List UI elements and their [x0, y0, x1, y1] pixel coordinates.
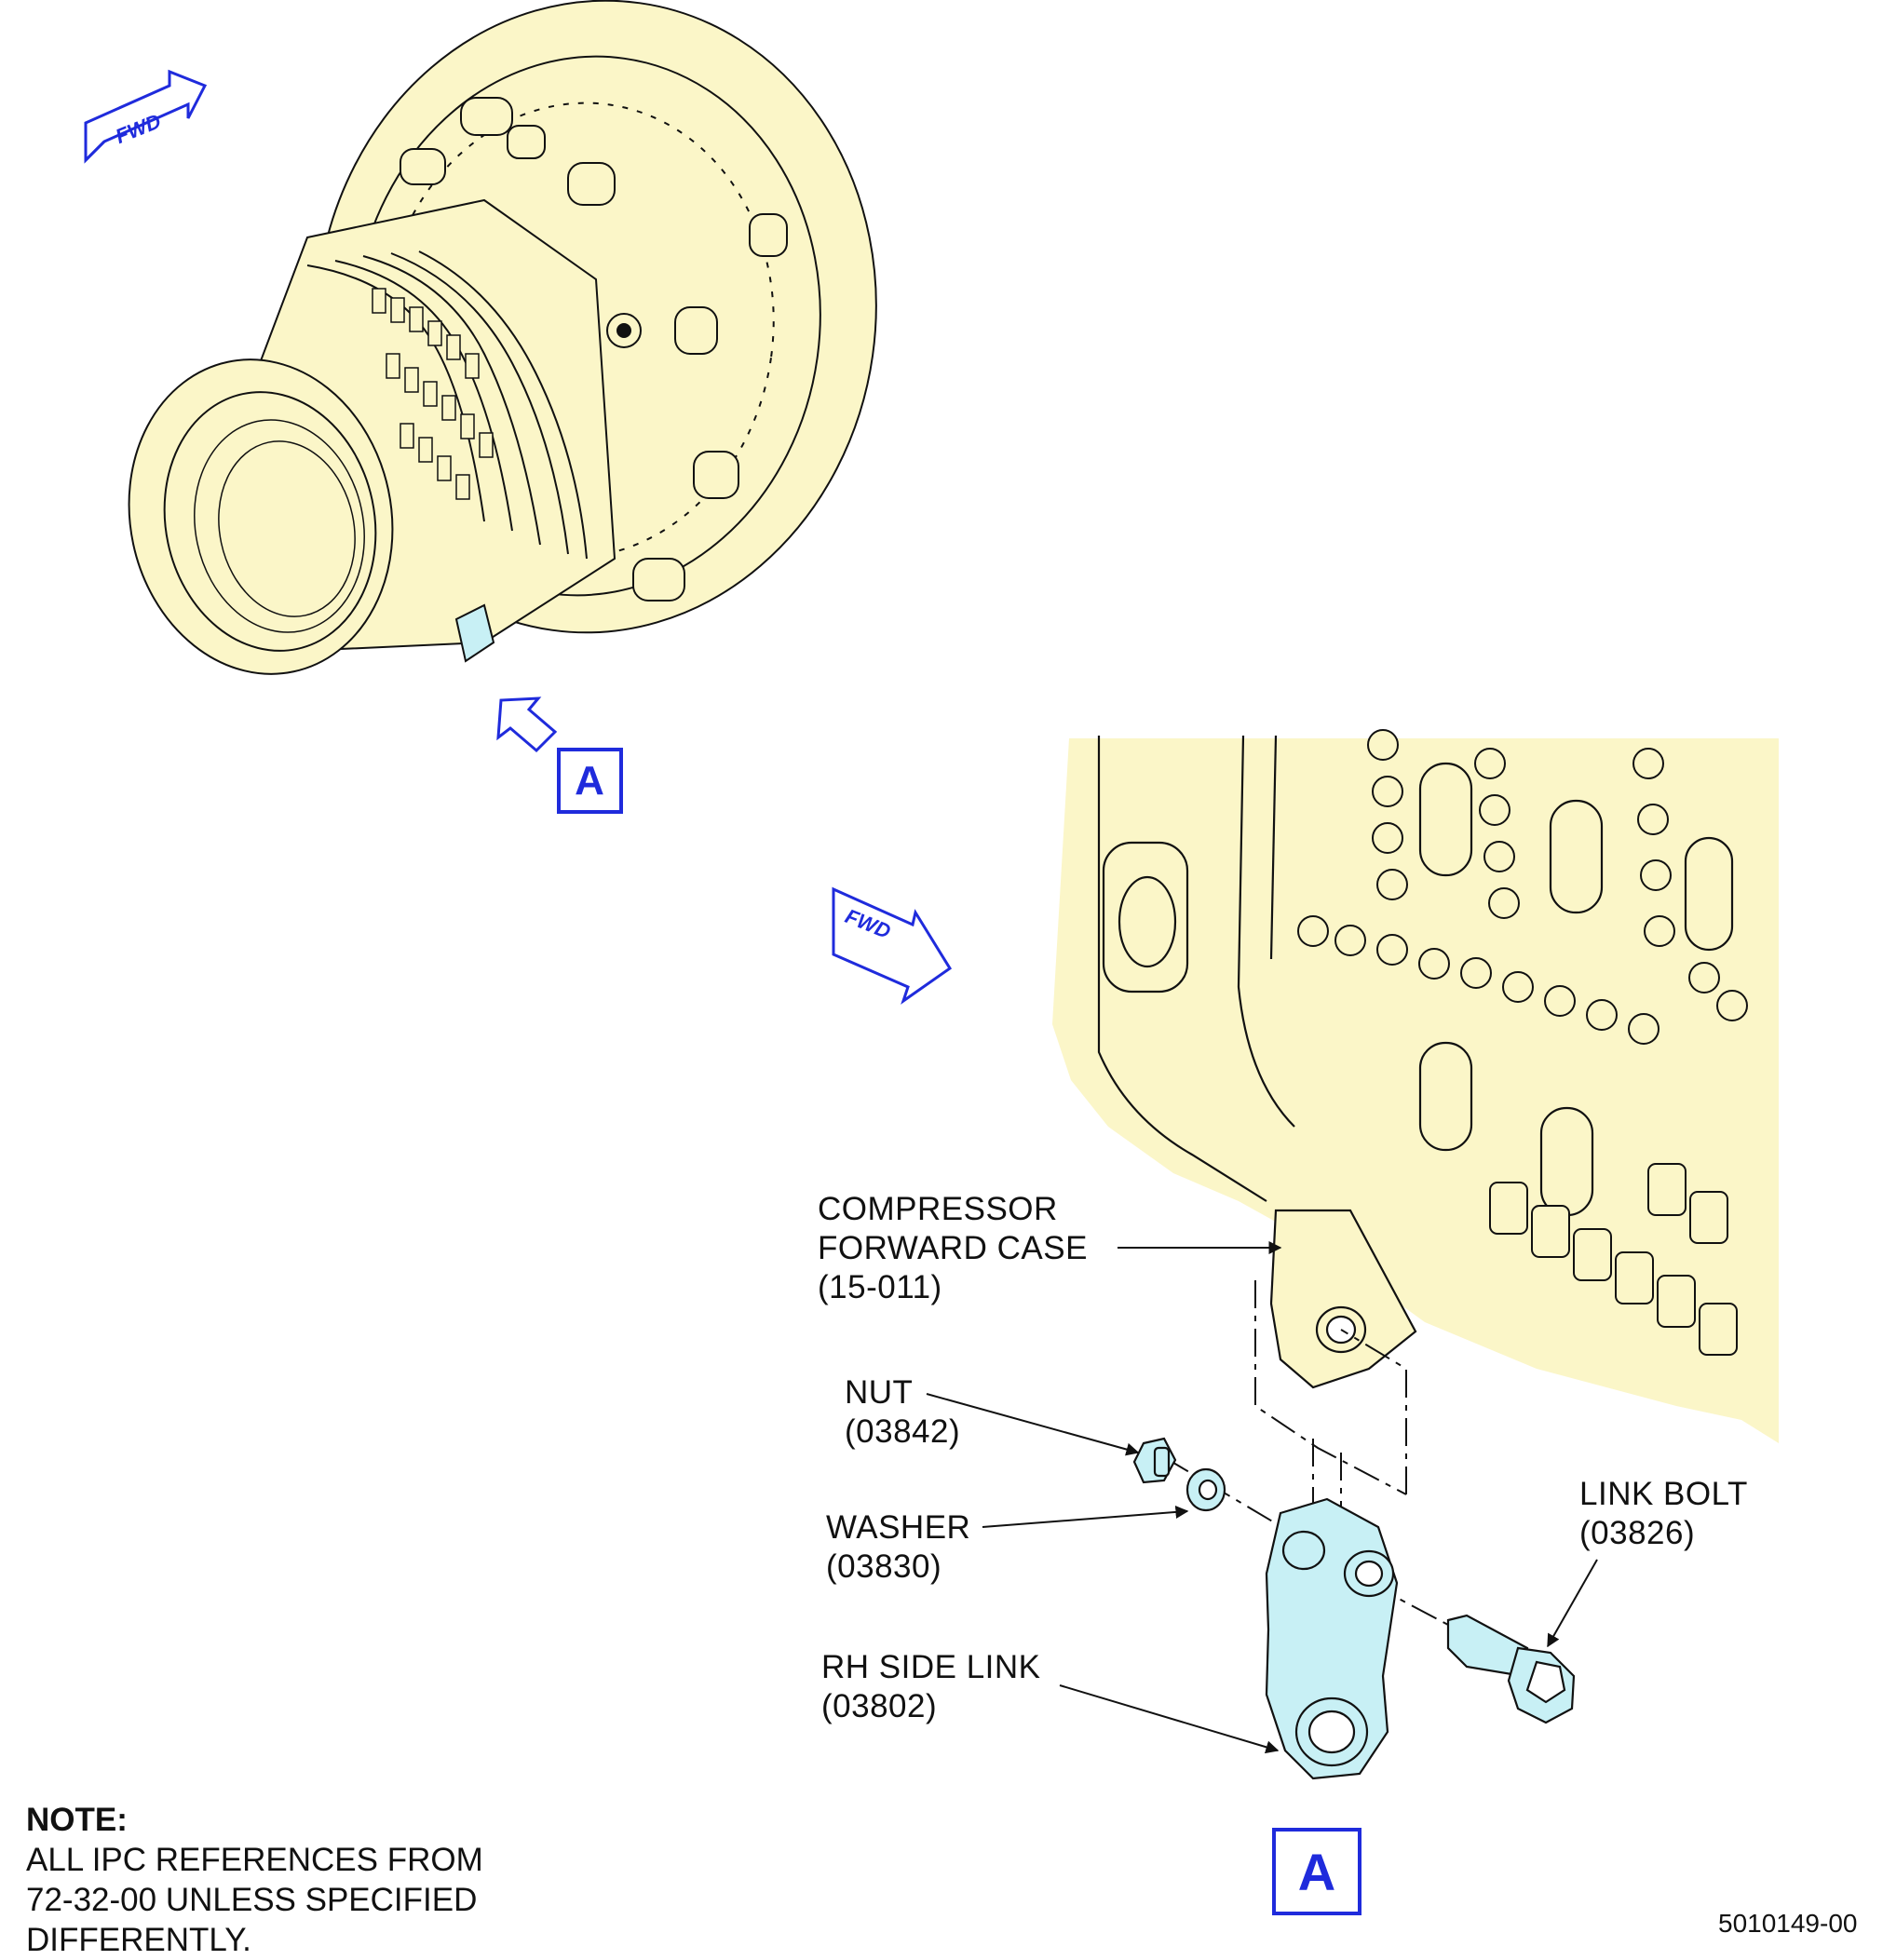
detail-view-a — [1052, 729, 1779, 1780]
callout-rh-side-link: RH SIDE LINK (03802) — [821, 1649, 1041, 1724]
fwd-direction-arrow-detail: FWD — [832, 886, 953, 1005]
svg-text:A: A — [575, 758, 604, 804]
callout-washer: WASHER (03830) — [826, 1509, 971, 1585]
case-oval-slots — [1418, 762, 1734, 1217]
vane-stubs — [1489, 1163, 1738, 1356]
case-bolt-heads — [1297, 729, 1748, 1045]
view-a-label-box-detail: A — [1272, 1828, 1361, 1915]
flange-ports — [400, 97, 788, 602]
callout-leader-lines — [926, 1241, 1598, 1754]
engine-overview-illustration — [128, 0, 877, 675]
callout-link-bolt: LINK BOLT (03826) — [1579, 1476, 1748, 1551]
washer-part — [1185, 1467, 1226, 1512]
note-line-2: 72-32-00 UNLESS SPECIFIED — [26, 1882, 478, 1918]
leader-side-link — [1059, 1684, 1280, 1754]
leader-washer — [982, 1505, 1189, 1528]
leader-nut — [926, 1393, 1140, 1456]
note-block: NOTE: ALL IPC REFERENCES FROM 72-32-00 U… — [26, 1800, 483, 1960]
overview-link-highlight — [454, 603, 495, 663]
callout-nut: NUT (03842) — [845, 1374, 961, 1450]
fwd-direction-arrow-overview: FWD — [84, 69, 208, 164]
note-line-1: ALL IPC REFERENCES FROM — [26, 1842, 483, 1878]
view-a-pointer-arrow — [496, 696, 558, 753]
leader-link-bolt — [1547, 1559, 1598, 1648]
svg-text:A: A — [1298, 1843, 1335, 1901]
nut-part — [1132, 1437, 1177, 1484]
case-clevis-lug — [1269, 1209, 1417, 1389]
note-line-3: DIFFERENTLY. — [26, 1922, 251, 1958]
figure-number: 5010149-00 — [1718, 1909, 1858, 1938]
link-bolt-part — [1446, 1614, 1576, 1724]
callout-compressor-forward-case: COMPRESSOR FORWARD CASE (15-011) — [818, 1191, 1088, 1305]
vane-lever-arms — [372, 288, 494, 500]
rh-side-link-part — [1265, 1497, 1399, 1780]
view-a-label-box-overview: A — [557, 748, 623, 814]
inlet-ring-inner — [163, 391, 377, 652]
note-heading: NOTE: — [26, 1802, 128, 1838]
